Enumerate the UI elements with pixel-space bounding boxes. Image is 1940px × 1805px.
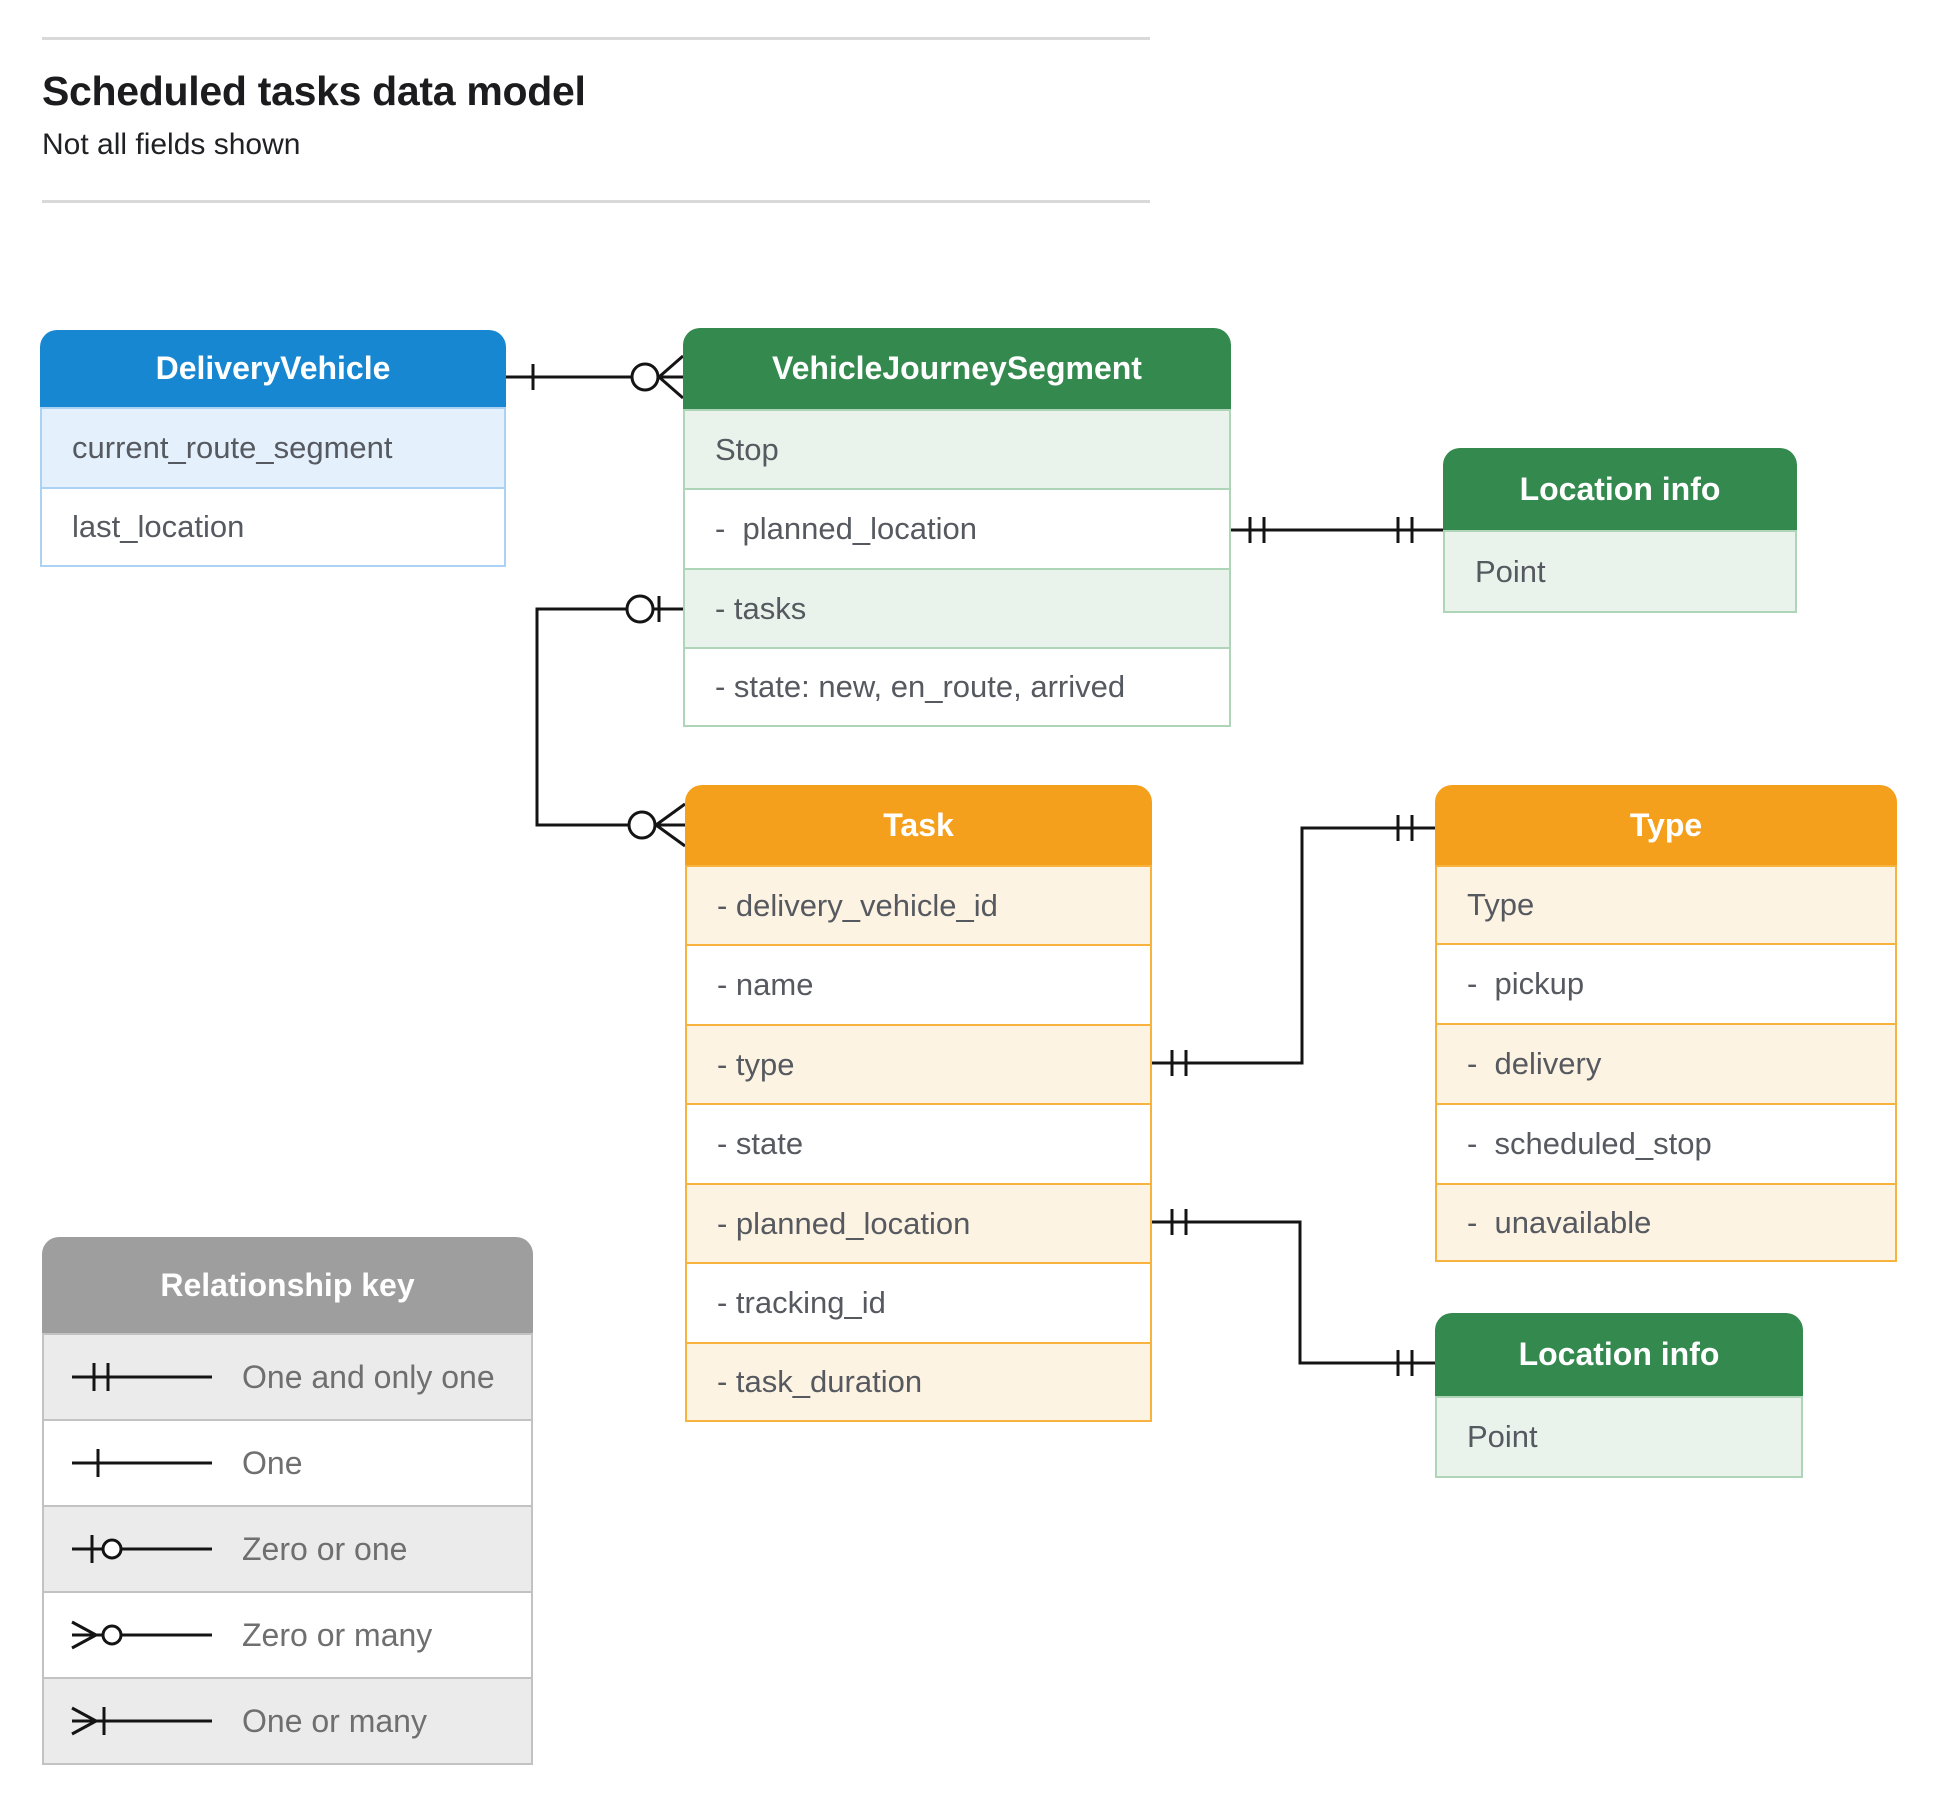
entity-deliveryvehicle-title: DeliveryVehicle	[40, 330, 506, 407]
field-row: Stop	[683, 409, 1231, 488]
field-row: - unavailable	[1435, 1183, 1897, 1262]
entity-type: Type Type - pickup - delivery - schedule…	[1435, 785, 1897, 1262]
relationship-key: Relationship key One and only one One	[42, 1237, 533, 1765]
legend-row-zero-or-many: Zero or many	[42, 1591, 533, 1677]
legend-row-one-and-only-one: One and only one	[42, 1333, 533, 1419]
legend-label: Zero or one	[242, 1530, 408, 1567]
field-row: - state	[685, 1103, 1152, 1183]
one-or-many-icon	[71, 1706, 212, 1736]
connector-plannedlocation-locationinfo-bottom	[1152, 1209, 1437, 1376]
entity-type-title: Type	[1435, 785, 1897, 865]
field-row: - tracking_id	[685, 1262, 1152, 1342]
legend-label: One	[242, 1444, 303, 1481]
legend-label: Zero or many	[242, 1616, 433, 1653]
connector-tasks-task	[535, 594, 686, 848]
entity-task-title: Task	[685, 785, 1152, 865]
legend-label: One and only one	[242, 1358, 495, 1395]
page-title: Scheduled tasks data model	[42, 68, 586, 114]
field-row: last_location	[40, 487, 506, 567]
page-subtitle: Not all fields shown	[42, 128, 301, 161]
field-row: - planned_location	[683, 488, 1231, 568]
field-row: - delivery_vehicle_id	[685, 865, 1152, 944]
field-row: - scheduled_stop	[1435, 1103, 1897, 1183]
connector-type-typebox	[1152, 815, 1435, 1076]
entity-locationinfo-bottom-title: Location info	[1435, 1313, 1803, 1396]
zero-or-many-icon	[71, 1620, 212, 1650]
relationship-key-title: Relationship key	[42, 1237, 533, 1333]
bottom-divider	[42, 200, 1150, 203]
connector-deliveryvehicle-vehiclejourneysegment	[506, 354, 684, 400]
field-row: - planned_location	[685, 1183, 1152, 1262]
field-row: Type	[1435, 865, 1897, 943]
zero-or-one-icon	[72, 1535, 212, 1563]
legend-row-one-or-many: One or many	[42, 1677, 533, 1765]
field-row: - tasks	[683, 568, 1231, 647]
legend-row-zero-or-one: Zero or one	[42, 1505, 533, 1591]
top-divider	[42, 37, 1150, 40]
entity-locationinfo-bottom: Location info Point	[1435, 1313, 1803, 1478]
field-row: - delivery	[1435, 1023, 1897, 1103]
legend-label: One or many	[242, 1702, 427, 1739]
entity-vehiclejourneysegment-title: VehicleJourneySegment	[683, 328, 1231, 409]
field-row: Point	[1443, 530, 1797, 613]
field-row: - task_duration	[685, 1342, 1152, 1422]
entity-vehiclejourneysegment: VehicleJourneySegment Stop - planned_loc…	[683, 328, 1231, 727]
entity-deliveryvehicle: DeliveryVehicle current_route_segment la…	[40, 330, 506, 567]
entity-locationinfo-top: Location info Point	[1443, 448, 1797, 613]
field-row: current_route_segment	[40, 407, 506, 487]
field-row: - type	[685, 1024, 1152, 1103]
field-row: - state: new, en_route, arrived	[683, 647, 1231, 727]
field-row: Point	[1435, 1396, 1803, 1478]
one-and-only-one-icon	[72, 1363, 212, 1391]
field-row: - name	[685, 944, 1152, 1024]
connector-plannedlocation-locationinfo-top	[1231, 517, 1443, 543]
entity-task: Task - delivery_vehicle_id - name - type…	[685, 785, 1152, 1422]
entity-locationinfo-top-title: Location info	[1443, 448, 1797, 530]
field-row: - pickup	[1435, 943, 1897, 1023]
legend-row-one: One	[42, 1419, 533, 1505]
one-icon	[72, 1449, 212, 1477]
